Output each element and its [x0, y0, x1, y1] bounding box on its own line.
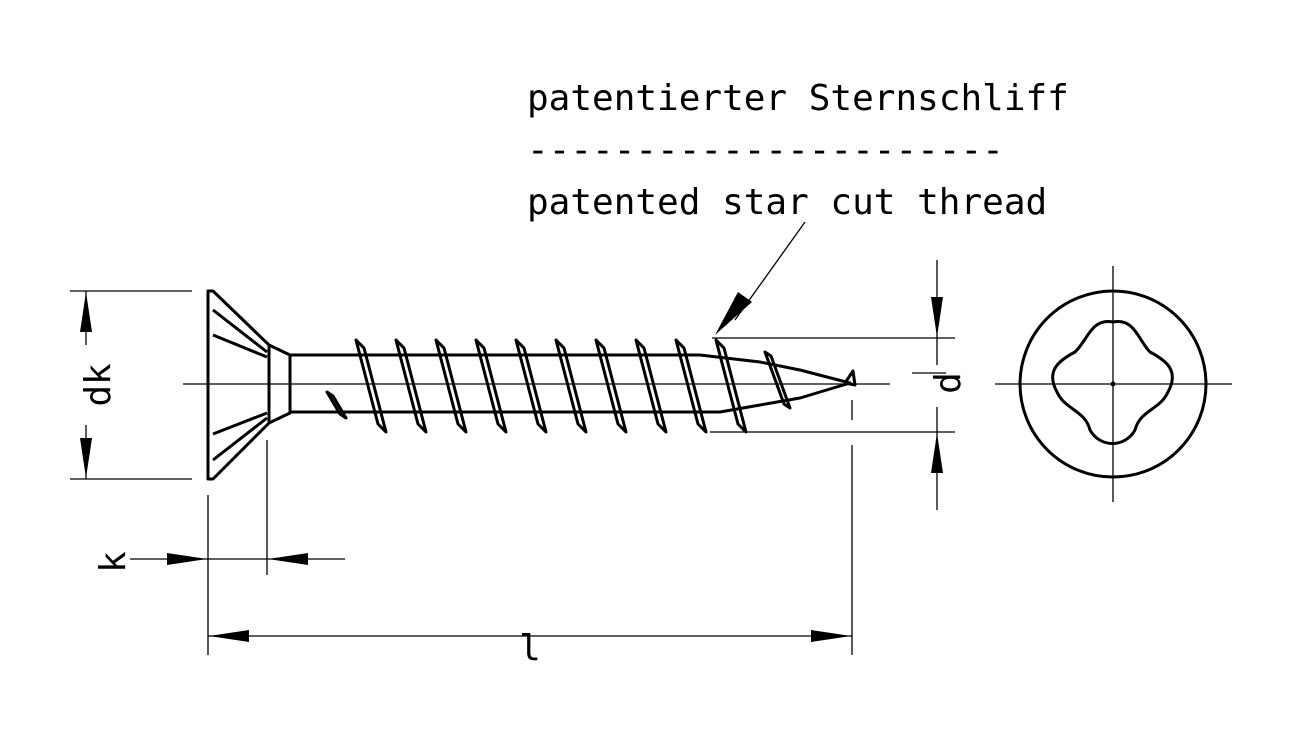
thread-flank [554, 338, 588, 434]
end-view [1018, 289, 1208, 479]
label-thread-diameter: d [928, 372, 969, 394]
torx-drive-icon [1051, 320, 1174, 445]
label-english: patented star cut thread [527, 182, 1047, 223]
label-german: patentierter Sternschliff [527, 78, 1069, 119]
thread-flank [714, 338, 748, 434]
head-outline [1018, 289, 1208, 479]
label-head-height: k [93, 551, 134, 573]
screw-side-view [206, 289, 857, 481]
thread-flank [394, 338, 428, 434]
thread-flank [325, 390, 348, 420]
thread-flank [674, 338, 708, 434]
thread-flank [634, 338, 668, 434]
arrowheads [80, 292, 943, 642]
screw-head [206, 289, 271, 481]
thread-flank [474, 338, 508, 434]
label-length: l [519, 628, 541, 669]
thread-flank [514, 338, 548, 434]
label-separator: ---------------------- [527, 130, 1004, 171]
thread-flank [354, 338, 388, 434]
thread-flank [594, 338, 628, 434]
threads [325, 338, 792, 434]
thread-flank [434, 338, 468, 434]
thread-flank [763, 350, 792, 410]
dimension-lines [70, 221, 1232, 655]
label-head-diameter: dk [78, 363, 119, 407]
